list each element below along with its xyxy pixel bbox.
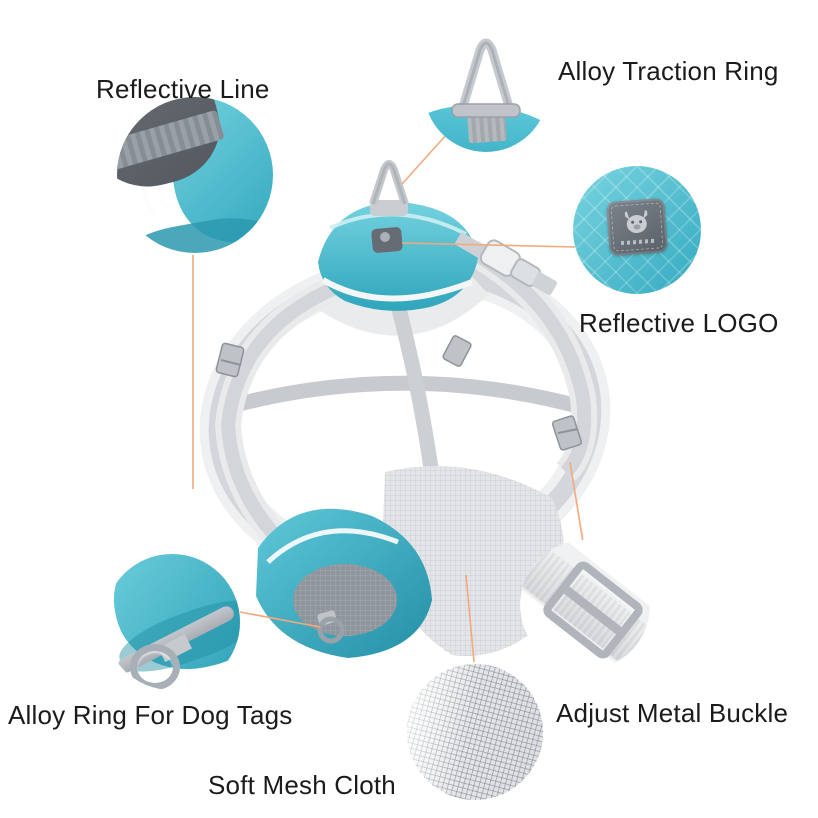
teal-chest-panel — [256, 508, 432, 658]
center-strap — [390, 303, 440, 477]
dog-tag-ring — [317, 610, 345, 644]
callout-alloy-traction-ring — [424, 28, 548, 152]
right-strap — [465, 240, 598, 481]
label-soft-mesh-cloth: Soft Mesh Cloth — [208, 770, 396, 800]
side-release-buckle — [454, 231, 557, 295]
logo-patch — [371, 227, 403, 253]
leader-mesh — [465, 574, 475, 663]
label-reflective-line: Reflective Line — [96, 74, 270, 104]
label-adjust-metal-buckle: Adjust Metal Buckle — [556, 698, 789, 728]
label-reflective-logo: Reflective LOGO — [579, 308, 779, 338]
dog-logo-icon — [624, 210, 648, 234]
callout-alloy-ring-for-dog-tags — [104, 554, 240, 690]
leader-dog-tag-ring — [239, 611, 321, 628]
traction-ring — [369, 160, 409, 216]
left-strap — [214, 276, 341, 573]
adjuster-bars — [220, 359, 579, 434]
leader-buckle — [569, 461, 584, 543]
label-alloy-ring-for-dog-tags: Alloy Ring For Dog Tags — [8, 700, 293, 730]
callout-reflective-line — [117, 97, 273, 253]
callout-adjust-metal-buckle — [520, 540, 650, 670]
brand-logo-patch — [606, 198, 668, 256]
alloy-ring-icon — [130, 644, 180, 690]
metal-ring-icon — [451, 38, 521, 118]
strap-adjusters — [215, 335, 583, 451]
leader-logo — [401, 242, 576, 248]
label-alloy-traction-ring: Alloy Traction Ring — [558, 56, 779, 86]
buckle-center-bar — [564, 586, 622, 634]
callout-soft-mesh-cloth — [407, 664, 543, 800]
logo-text-marks — [620, 238, 656, 246]
callout-reflective-logo — [573, 166, 701, 294]
